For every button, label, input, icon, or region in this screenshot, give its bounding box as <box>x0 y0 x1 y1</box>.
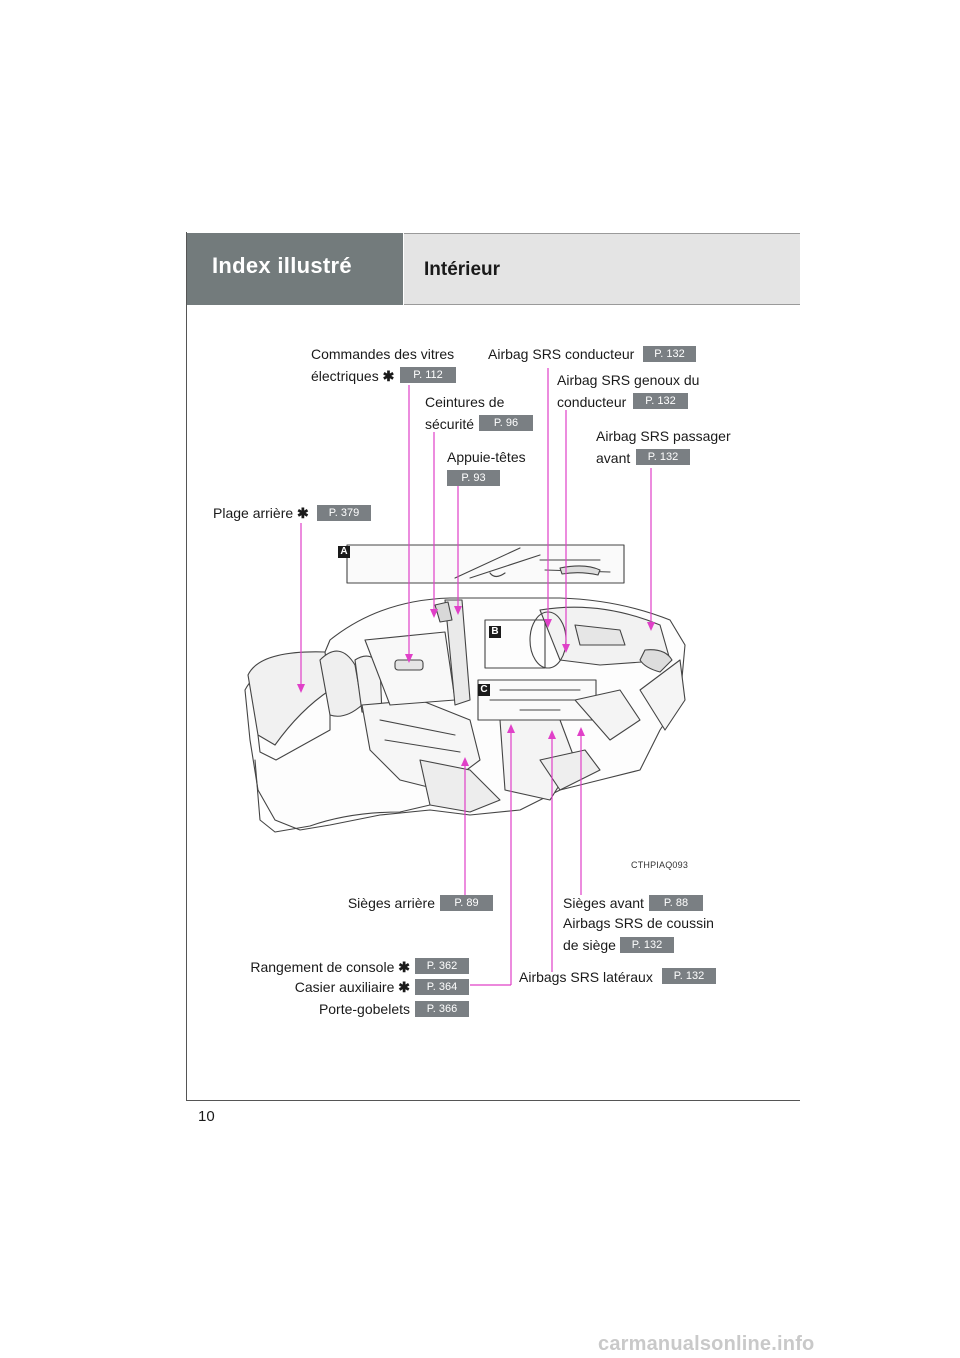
ref-ceintures[interactable]: P. 96 <box>479 415 533 431</box>
ref-porte-gobelets[interactable]: P. 366 <box>415 1001 469 1017</box>
subsection-title: Intérieur <box>424 259 501 280</box>
star-icon: ✱ <box>297 505 309 521</box>
ref-casier-auxiliaire[interactable]: P. 364 <box>415 979 469 995</box>
label-airbag-genoux: Airbag SRS genoux du <box>557 372 700 388</box>
watermark: carmanualsonline.info <box>598 1333 815 1355</box>
ref-airbags-lateraux[interactable]: P. 132 <box>662 968 716 984</box>
label-plage-arriere: Plage arrière ✱ <box>213 505 309 521</box>
ref-rangement-console[interactable]: P. 362 <box>415 958 469 974</box>
label-ceintures: Ceintures de <box>425 394 505 410</box>
page-frame-left <box>186 232 187 1101</box>
label-airbag-genoux-line2: conducteur <box>557 394 627 410</box>
label-airbag-conducteur: Airbag SRS conducteur <box>488 346 635 362</box>
label-commandes-vitres: Commandes des vitres <box>311 346 455 362</box>
label-airbags-coussin: Airbags SRS de coussin <box>563 915 714 931</box>
ref-airbag-conducteur[interactable]: P. 132 <box>643 346 696 362</box>
ref-commandes[interactable]: P. 112 <box>400 367 456 383</box>
marker-b: B <box>489 626 501 638</box>
marker-c: C <box>478 684 490 696</box>
star-icon: ✱ <box>398 959 410 975</box>
label-airbag-passager-line2: avant <box>596 450 631 466</box>
label-sieges-avant: Sièges avant <box>563 895 644 911</box>
marker-a: A <box>338 546 350 558</box>
subsection-header <box>404 233 800 305</box>
label-ceintures-line2: sécurité <box>425 416 475 432</box>
section-header <box>187 233 403 305</box>
label-rangement-console: Rangement de console ✱ <box>250 959 410 975</box>
label-casier-auxiliaire: Casier auxiliaire ✱ <box>294 979 410 995</box>
ref-airbags-coussin[interactable]: P. 132 <box>620 937 674 953</box>
label-commandes-vitres-line2: électriques ✱ <box>311 368 395 384</box>
section-title: Index illustré <box>212 253 352 278</box>
ref-sieges-avant[interactable]: P. 88 <box>649 895 703 911</box>
star-icon: ✱ <box>382 368 395 384</box>
ref-airbag-passager[interactable]: P. 132 <box>636 449 690 465</box>
label-airbags-coussin-line2: de siège <box>563 937 616 953</box>
label-airbag-passager: Airbag SRS passager <box>596 428 731 444</box>
ref-appuie-tetes[interactable]: P. 93 <box>447 470 500 486</box>
label-sieges-arriere: Sièges arrière <box>347 895 435 911</box>
star-icon: ✱ <box>398 979 410 995</box>
ref-plage-arriere[interactable]: P. 379 <box>317 505 371 521</box>
label-airbags-lateraux: Airbags SRS latéraux <box>519 969 653 985</box>
page-number: 10 <box>198 1108 215 1125</box>
label-appuie-tetes: Appuie-têtes <box>447 449 526 465</box>
ref-airbag-genoux[interactable]: P. 132 <box>633 393 688 409</box>
ref-sieges-arriere[interactable]: P. 89 <box>440 895 493 911</box>
page-frame-bottom <box>186 1100 800 1101</box>
image-code: CTHPIAQ093 <box>631 860 689 870</box>
label-porte-gobelets: Porte-gobelets <box>318 1001 410 1017</box>
